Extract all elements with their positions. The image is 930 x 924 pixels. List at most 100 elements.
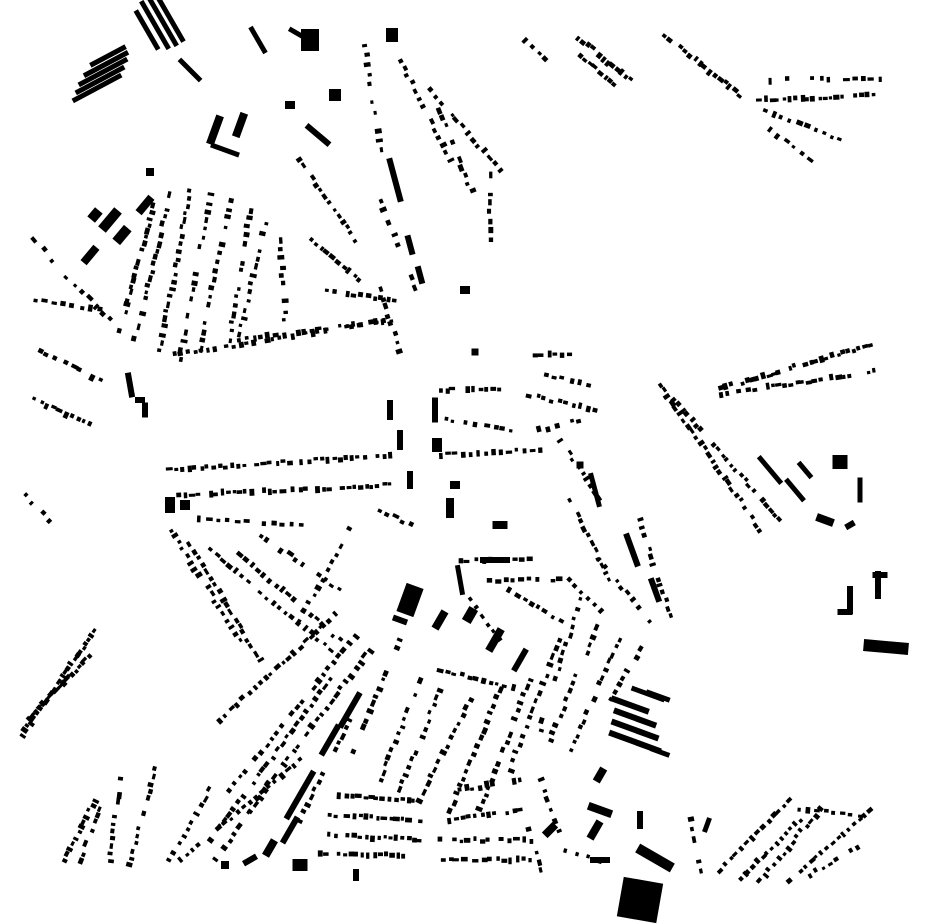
building	[147, 274, 153, 283]
building	[812, 812, 821, 821]
building	[80, 656, 88, 664]
building	[207, 546, 214, 552]
building	[225, 810, 233, 819]
building	[299, 561, 306, 568]
building	[778, 835, 785, 842]
building	[728, 381, 734, 387]
building	[243, 637, 250, 644]
building	[744, 869, 751, 875]
building	[865, 806, 874, 815]
building	[735, 388, 742, 394]
building	[510, 578, 515, 583]
building	[668, 612, 674, 619]
building	[516, 700, 524, 706]
building	[257, 656, 265, 663]
building	[238, 694, 246, 702]
building	[416, 676, 424, 685]
building	[567, 687, 574, 694]
building	[277, 547, 284, 555]
building	[244, 341, 249, 346]
building	[334, 552, 340, 558]
building	[378, 777, 385, 783]
building	[59, 672, 67, 680]
building	[165, 467, 173, 471]
building	[810, 76, 815, 80]
building	[365, 484, 370, 489]
building	[665, 605, 671, 613]
building	[585, 532, 591, 538]
building	[235, 550, 244, 559]
building	[239, 628, 246, 635]
building	[302, 708, 310, 715]
building	[549, 652, 556, 661]
building	[297, 644, 305, 652]
building	[365, 834, 369, 840]
building	[264, 337, 271, 344]
building	[321, 683, 329, 691]
building	[469, 136, 477, 145]
building	[366, 647, 375, 655]
building	[325, 566, 331, 573]
building	[27, 720, 35, 728]
building	[463, 172, 469, 178]
building	[235, 808, 242, 815]
building	[222, 465, 228, 470]
building	[832, 856, 840, 863]
building	[762, 501, 770, 510]
building	[446, 817, 452, 825]
building	[481, 857, 488, 863]
building	[309, 328, 315, 333]
building	[574, 35, 581, 42]
building	[123, 300, 131, 308]
building	[581, 57, 588, 63]
building	[228, 338, 233, 344]
building	[858, 92, 865, 98]
building	[41, 298, 48, 303]
building	[301, 29, 319, 51]
building	[59, 300, 67, 307]
building	[480, 798, 487, 805]
building	[491, 767, 499, 775]
building	[82, 839, 89, 848]
building	[512, 836, 520, 841]
building	[231, 344, 236, 349]
building	[589, 633, 597, 641]
building	[403, 72, 410, 79]
building	[511, 647, 529, 673]
building	[288, 709, 295, 717]
building	[560, 649, 565, 656]
building	[769, 98, 777, 103]
building	[418, 819, 423, 824]
building	[74, 64, 126, 96]
building	[488, 199, 492, 206]
building	[291, 748, 298, 754]
building	[189, 847, 195, 853]
building	[695, 859, 702, 864]
building	[489, 779, 496, 787]
building	[627, 76, 634, 82]
building	[144, 282, 151, 288]
building	[193, 349, 198, 355]
building	[515, 707, 522, 714]
building	[141, 240, 148, 247]
building	[260, 786, 270, 795]
building	[459, 839, 464, 844]
building	[344, 793, 350, 799]
building	[452, 790, 460, 796]
building	[348, 851, 355, 857]
building	[811, 378, 818, 384]
building	[402, 772, 410, 779]
building	[205, 785, 212, 792]
building	[578, 589, 584, 595]
building	[823, 845, 830, 851]
building	[199, 337, 206, 343]
building	[347, 672, 356, 681]
building	[394, 242, 401, 248]
building	[238, 323, 243, 328]
building	[236, 331, 242, 338]
building	[597, 607, 605, 615]
building	[831, 810, 836, 815]
building	[587, 642, 592, 648]
building	[124, 309, 129, 315]
building	[286, 549, 295, 558]
